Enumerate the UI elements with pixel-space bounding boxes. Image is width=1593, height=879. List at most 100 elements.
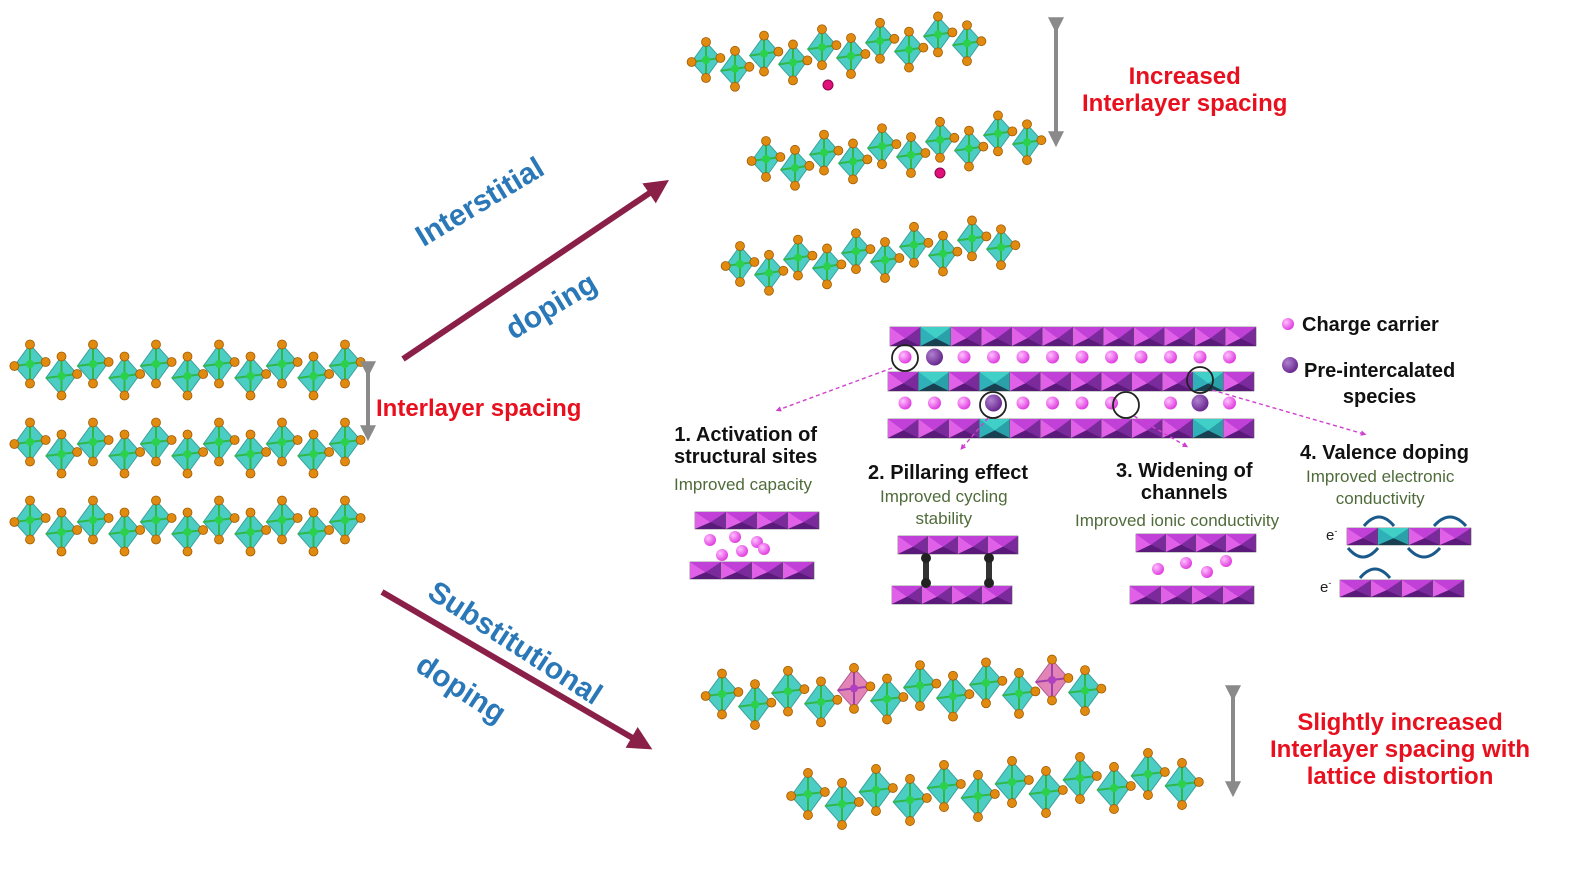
electron-symbol: e bbox=[1320, 579, 1329, 596]
oxygen-atom bbox=[1022, 119, 1032, 130]
pillaring-mini-layer-top bbox=[897, 535, 1019, 555]
prism-side-face bbox=[695, 512, 711, 529]
octahedron bbox=[960, 770, 1000, 822]
prism-cell bbox=[1131, 371, 1163, 392]
oxygen-atom bbox=[882, 673, 892, 684]
oxygen-atom bbox=[72, 369, 83, 379]
oxygen-atom bbox=[967, 215, 977, 226]
prism-top-face bbox=[888, 419, 919, 431]
prism-bottom-face bbox=[1166, 544, 1196, 552]
charge-carrier-ion bbox=[716, 549, 728, 561]
octahedron bbox=[297, 507, 335, 557]
oxygen-atom bbox=[799, 684, 810, 695]
oxygen-atom bbox=[245, 507, 256, 518]
oxygen-atom bbox=[865, 244, 876, 255]
oxygen-atom bbox=[88, 417, 98, 428]
charge-carrier-ion bbox=[1046, 350, 1059, 364]
oxygen-atom bbox=[1010, 240, 1021, 251]
prism-top-face bbox=[979, 372, 1010, 384]
oxygen-atom bbox=[909, 257, 919, 268]
prism-top-face bbox=[922, 586, 952, 597]
prism-bottom-face bbox=[949, 383, 980, 391]
oxygen-atom bbox=[849, 663, 859, 673]
metal-atom bbox=[736, 260, 744, 268]
prism-top-face bbox=[1196, 534, 1226, 545]
oxygen-atom bbox=[355, 513, 366, 523]
prism-bottom-face bbox=[918, 383, 949, 391]
oxygen-atom bbox=[962, 56, 972, 67]
mechanism-host-layer-bottom bbox=[887, 418, 1255, 439]
metal-atom bbox=[278, 438, 286, 446]
octahedron bbox=[777, 39, 813, 86]
prism-bottom-face bbox=[1433, 590, 1464, 597]
prism-top-face bbox=[1223, 586, 1254, 597]
prism-bottom-face bbox=[1042, 338, 1073, 346]
prism-side-face bbox=[1012, 327, 1028, 346]
prism-cell bbox=[787, 511, 820, 530]
prism-side-face bbox=[1071, 419, 1087, 438]
electron-charge: - bbox=[1328, 578, 1332, 588]
oxygen-atom bbox=[166, 357, 177, 367]
oxygen-atom bbox=[967, 251, 977, 262]
oxygen-atom bbox=[735, 241, 745, 251]
charge-carrier-ion bbox=[928, 396, 941, 410]
prism-top-face bbox=[888, 372, 919, 384]
oxygen-atom bbox=[40, 435, 51, 445]
prism-top-face bbox=[1010, 419, 1041, 431]
prism-side-face bbox=[958, 536, 973, 554]
oxygen-atom bbox=[788, 75, 798, 86]
oxygen-atom bbox=[1143, 790, 1153, 800]
prism-top-face bbox=[757, 512, 788, 523]
prism-side-face bbox=[1347, 528, 1363, 545]
octahedron bbox=[265, 339, 303, 389]
octahedron bbox=[803, 676, 843, 728]
oxygen-atom bbox=[819, 787, 830, 797]
metal-atom bbox=[847, 52, 855, 60]
oxygen-atom bbox=[793, 270, 803, 281]
mechanism-host-layer-top bbox=[889, 326, 1257, 347]
metal-atom bbox=[762, 155, 770, 163]
electron-hop-arrow bbox=[1406, 546, 1442, 559]
oxygen-atom bbox=[56, 507, 67, 518]
prism-cell bbox=[948, 418, 980, 439]
metal-atom bbox=[965, 144, 973, 153]
prism-cell bbox=[1346, 527, 1379, 546]
prism-side-face bbox=[1378, 528, 1394, 545]
octahedron bbox=[824, 778, 864, 830]
prism-cell bbox=[1011, 326, 1043, 347]
pristine-layer bbox=[9, 339, 366, 401]
charge-carrier-ion bbox=[758, 543, 770, 555]
electron-hop-arrow bbox=[1432, 515, 1468, 528]
oxygen-atom bbox=[875, 17, 885, 28]
metal-atom bbox=[718, 690, 726, 698]
electron-label-2: e- bbox=[1320, 578, 1331, 596]
oxygen-atom bbox=[119, 546, 130, 557]
prism-top-face bbox=[1340, 580, 1371, 591]
prism-side-face bbox=[918, 419, 934, 438]
metal-atom bbox=[1015, 689, 1023, 698]
octahedron bbox=[922, 11, 958, 58]
prism-top-face bbox=[988, 536, 1018, 547]
prism-top-face bbox=[949, 419, 980, 431]
oxygen-atom bbox=[245, 429, 256, 440]
oxygen-atom bbox=[119, 468, 130, 479]
metal-atom bbox=[817, 697, 825, 706]
prism-top-face bbox=[890, 327, 921, 339]
oxygen-atom bbox=[775, 152, 786, 162]
oxygen-atom bbox=[340, 378, 350, 389]
oxygen-atom bbox=[151, 417, 161, 428]
oxygen-atom bbox=[340, 456, 350, 467]
prism-side-face bbox=[898, 536, 913, 554]
oxygen-atom bbox=[308, 546, 319, 557]
prism-bottom-face bbox=[892, 596, 922, 604]
charge-carrier-ion bbox=[1016, 350, 1030, 364]
prism-bottom-face bbox=[982, 596, 1012, 604]
charge-carrier-ion bbox=[1016, 396, 1030, 410]
prism-top-face bbox=[1162, 419, 1193, 431]
prism-bottom-face bbox=[928, 546, 958, 554]
oxygen-atom bbox=[229, 357, 240, 367]
highlight-ring-valence bbox=[1186, 366, 1214, 394]
oxygen-atom bbox=[837, 778, 847, 788]
prism-cell bbox=[950, 326, 982, 347]
prism-bottom-face bbox=[1164, 338, 1195, 346]
